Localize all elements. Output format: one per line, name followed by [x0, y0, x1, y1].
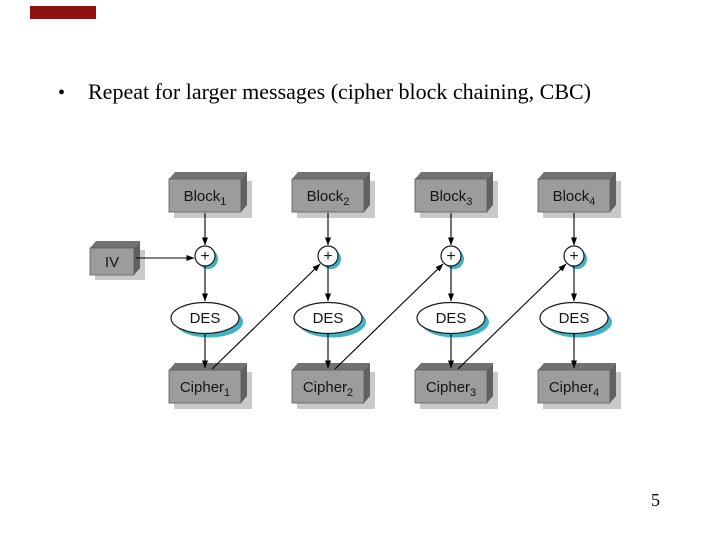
arrow-cipher1-xor2 [211, 263, 321, 370]
des3-label: DES [436, 310, 467, 327]
block1-label: Block1 [184, 188, 227, 208]
xor1-plus-icon: + [200, 248, 209, 265]
bullet-text: Repeat for larger messages (cipher block… [88, 79, 591, 104]
arrow-cipher3-xor4 [457, 263, 567, 370]
arrow-cipher2-xor3 [334, 263, 444, 370]
page-number: 5 [651, 490, 660, 510]
xor4-plus-icon: + [569, 248, 578, 265]
iv-label: IV [105, 254, 119, 271]
xor2-plus-icon: + [323, 248, 332, 265]
accent-bar [30, 6, 96, 19]
bullet-line: • Repeat for larger messages (cipher bloc… [58, 79, 678, 106]
des2-label: DES [313, 310, 344, 327]
des1-label: DES [190, 310, 221, 327]
block4-label: Block4 [553, 188, 596, 208]
xor3-plus-icon: + [446, 248, 455, 265]
cipher4-label: Cipher4 [549, 379, 599, 399]
cipher2-label: Cipher2 [303, 379, 353, 399]
bullet-marker: • [58, 82, 66, 104]
block2-label: Block2 [307, 188, 350, 208]
des4-label: DES [559, 310, 590, 327]
block3-label: Block3 [430, 188, 473, 208]
cipher1-label: Cipher1 [180, 379, 230, 399]
cipher3-label: Cipher3 [426, 379, 476, 399]
